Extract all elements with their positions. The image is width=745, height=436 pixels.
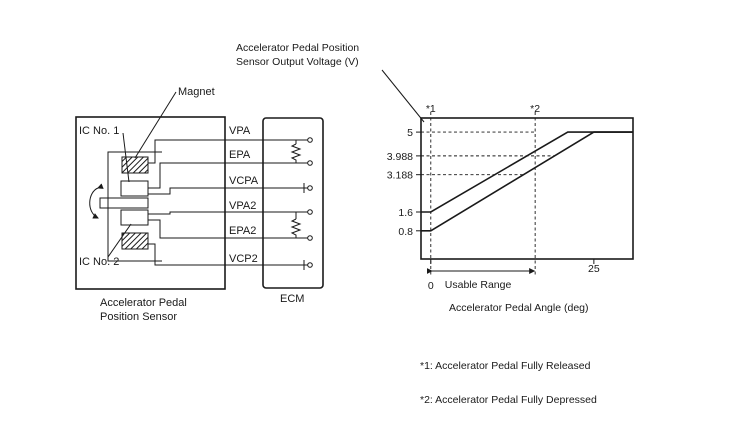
note-fully-depressed: *2: Accelerator Pedal Fully Depressed bbox=[420, 394, 597, 406]
ic1-chip bbox=[120, 180, 149, 197]
y-tick-label: 1.6 bbox=[398, 207, 413, 219]
pin-label-vcp2: VCP2 bbox=[229, 253, 258, 265]
chart-y-axis: 0.8 1.6 3.188 3.988 5 bbox=[387, 127, 421, 238]
marker-label-2: *2 bbox=[530, 103, 540, 115]
note-fully-released: *1: Accelerator Pedal Fully Released bbox=[420, 360, 591, 372]
chart-xlabel: Accelerator Pedal Angle (deg) bbox=[449, 302, 589, 314]
ic2-label: IC No. 2 bbox=[79, 256, 119, 268]
pin-label-epa: EPA bbox=[229, 149, 251, 161]
magnet-bottom bbox=[121, 232, 149, 250]
ecm-label: ECM bbox=[280, 293, 304, 305]
chart-plot-frame bbox=[420, 117, 634, 260]
pin-label-vpa2: VPA2 bbox=[229, 200, 256, 212]
sensor-inner-frame bbox=[107, 151, 162, 262]
magnet-label: Magnet bbox=[178, 86, 215, 98]
series-line-2 bbox=[421, 131, 633, 232]
chart-grid bbox=[421, 131, 555, 176]
ecm-box bbox=[262, 117, 324, 289]
x-tick-label: 0 bbox=[428, 280, 434, 292]
chart-series bbox=[421, 131, 633, 232]
y-tick-label: 3.188 bbox=[387, 170, 413, 182]
ecm-resistor-2 bbox=[290, 218, 302, 238]
pin-label-vpa: VPA bbox=[229, 125, 251, 137]
x-tick-label: 25 bbox=[588, 263, 600, 275]
sensor-wiring bbox=[148, 139, 225, 266]
ic1-label: IC No. 1 bbox=[79, 125, 119, 137]
ecm-resistor-1 bbox=[290, 143, 302, 163]
rotation-arrow-icon bbox=[89, 183, 104, 219]
usable-range-label: Usable Range bbox=[445, 279, 512, 291]
chart-ylabel-line1: Accelerator Pedal Position bbox=[236, 42, 359, 54]
ecm-block: ECM bbox=[262, 117, 324, 305]
pin-label-epa2: EPA2 bbox=[229, 225, 256, 237]
sensor-caption-line2: Position Sensor bbox=[100, 311, 177, 323]
pin-label-vcpa: VCPA bbox=[229, 175, 259, 187]
magnet-leader bbox=[134, 91, 177, 159]
ic2-leader bbox=[107, 223, 132, 258]
magnet-top bbox=[121, 156, 149, 174]
chart-ylabel-leader bbox=[381, 69, 425, 123]
ic1-leader bbox=[122, 132, 130, 183]
sensor-schematic: Magnet IC No. 1 IC No. 2 VPA EPA VCPA VP… bbox=[75, 86, 290, 323]
ic2-chip bbox=[120, 209, 149, 226]
sensor-caption-line1: Accelerator Pedal bbox=[100, 297, 187, 309]
y-tick-label: 3.988 bbox=[387, 151, 413, 163]
chart-ylabel-line2: Sensor Output Voltage (V) bbox=[236, 56, 359, 68]
sensor-shaft bbox=[99, 197, 149, 209]
marker-label-1: *1 bbox=[426, 103, 436, 115]
y-tick-label: 5 bbox=[407, 127, 413, 139]
sensor-housing bbox=[75, 116, 226, 290]
voltage-chart: Accelerator Pedal Position Sensor Output… bbox=[236, 42, 634, 314]
y-tick-label: 0.8 bbox=[398, 226, 413, 238]
